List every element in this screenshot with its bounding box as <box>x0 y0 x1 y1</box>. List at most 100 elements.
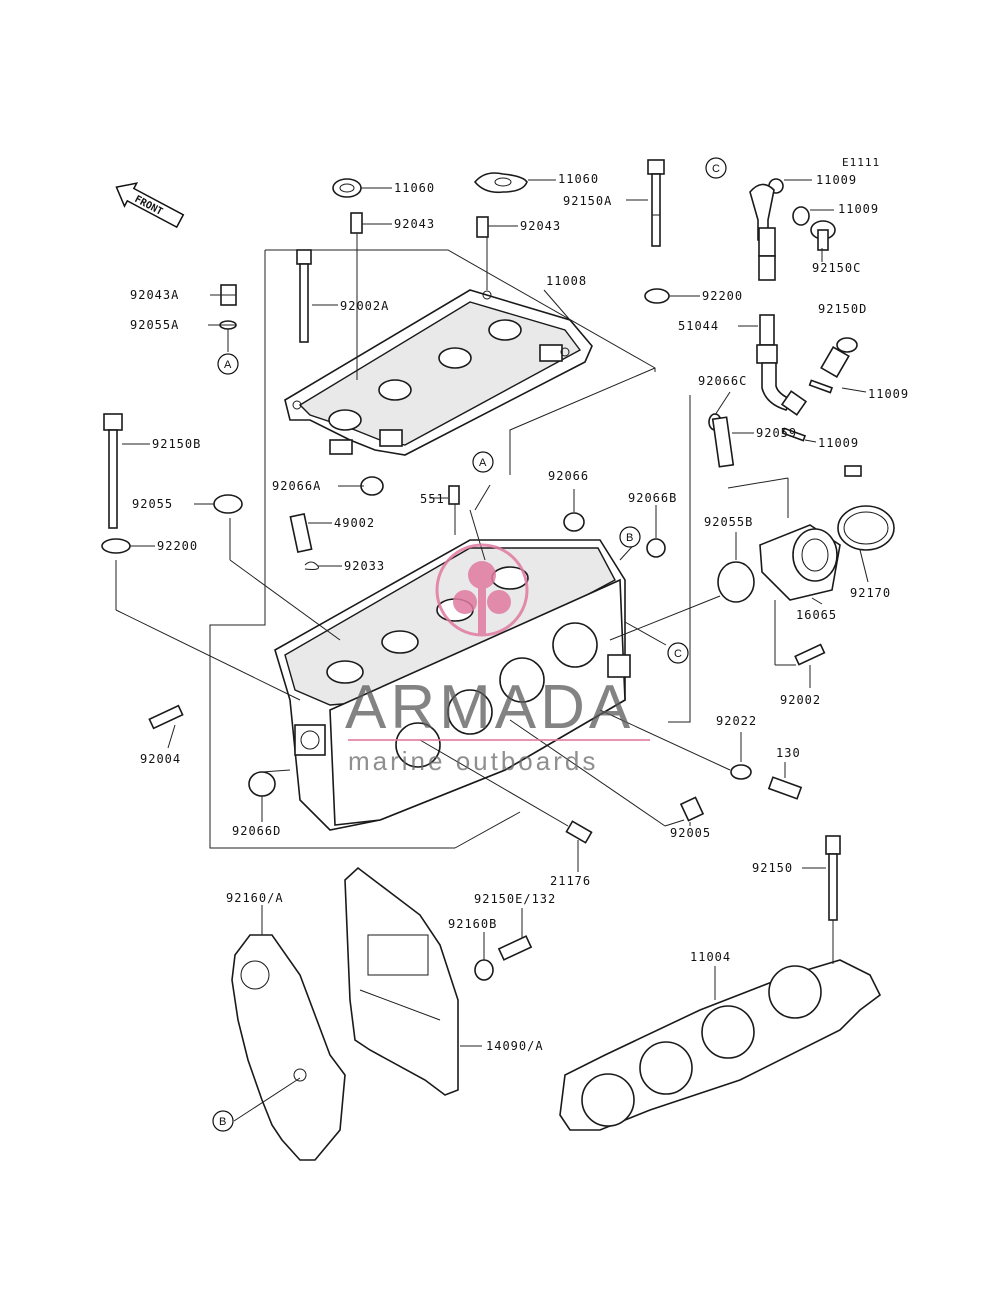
callout-a-mid: A <box>472 451 494 473</box>
washer-92200-top-part <box>644 288 670 304</box>
camshaft-holder-part <box>284 289 593 456</box>
seal-11060-left-part <box>332 178 362 198</box>
armada-logo-icon <box>435 543 529 637</box>
callout-c-mid: C <box>667 642 689 664</box>
part-label: 11009 <box>818 436 859 450</box>
bolt-92150D-part <box>820 337 858 378</box>
part-label: 92150 <box>752 861 793 875</box>
diagram-code: E1111 <box>842 156 880 169</box>
part-label: 551 <box>420 492 445 506</box>
part-label: 92200 <box>157 539 198 553</box>
callout-b-mid: B <box>619 526 641 548</box>
part-label: 14090/A <box>486 1039 544 1053</box>
part-label: 21176 <box>550 874 591 888</box>
watermark-tagline: marine outboards <box>348 746 598 776</box>
oring-92055-part <box>213 494 243 514</box>
bolt-92150C-part <box>810 220 836 251</box>
part-label: 49002 <box>334 516 375 530</box>
callout-a-top: A <box>217 353 239 375</box>
washer-92022-part <box>730 764 752 780</box>
svg-text:A: A <box>224 359 232 371</box>
part-label: 92059 <box>756 426 797 440</box>
plug-92066-part <box>563 512 585 532</box>
plug-92066A-part <box>360 476 384 496</box>
bolt-92150B-part <box>103 413 123 529</box>
clip-92033-part <box>304 561 319 570</box>
holder-16065-part <box>759 524 841 601</box>
part-label: 11009 <box>816 173 857 187</box>
armada-watermark: ARMADA marine outboards <box>345 543 650 776</box>
gasket-11004-part <box>559 959 882 1131</box>
part-label: 92066D <box>232 824 281 838</box>
part-label: 92200 <box>702 289 743 303</box>
watermark-brand: ARMADA <box>345 673 634 742</box>
part-label: 92002A <box>340 299 389 313</box>
bolt-92150-part <box>825 835 841 921</box>
callout-b-bottom: B <box>212 1110 234 1132</box>
bolt-92150A-part <box>647 159 665 247</box>
callout-c-top: C <box>705 157 727 179</box>
part-label: 92005 <box>670 826 711 840</box>
plug-92005-part <box>679 796 705 822</box>
part-label: 92055B <box>704 515 753 529</box>
part-label: 11060 <box>558 172 599 186</box>
part-label: 92066 <box>548 469 589 483</box>
part-label: 92066C <box>698 374 747 388</box>
part-label: 92150D <box>818 302 867 316</box>
grommet-92160B-part <box>474 959 494 981</box>
part-labels: 11060 11060 92043 92043 92150A 11009 110… <box>130 172 909 1053</box>
part-label: 130 <box>776 746 801 760</box>
svg-text:B: B <box>219 1116 226 1128</box>
seal-11009-d-part <box>781 427 807 442</box>
part-label: 11004 <box>690 950 731 964</box>
part-label: 92150E/132 <box>474 892 556 906</box>
dowel-92043-left-part <box>350 212 363 234</box>
part-label: 16065 <box>796 608 837 622</box>
part-label: 11009 <box>868 387 909 401</box>
part-label: 92022 <box>716 714 757 728</box>
part-label: 11060 <box>394 181 435 195</box>
part-label: 92160/A <box>226 891 284 905</box>
part-label: 92055 <box>132 497 173 511</box>
cylinder-head-part <box>274 539 631 831</box>
stud-92004-part <box>148 704 184 730</box>
clamp-92170-part <box>837 465 895 551</box>
part-label: 92033 <box>344 559 385 573</box>
plug-92066D-part <box>248 771 276 797</box>
plug-92066B-part <box>646 538 666 558</box>
part-label: 92066A <box>272 479 321 493</box>
part-label: 92055A <box>130 318 179 332</box>
part-label: 11008 <box>546 274 587 288</box>
part-label: 51044 <box>678 319 719 333</box>
svg-text:A: A <box>479 457 487 469</box>
part-label: 92043 <box>520 219 561 233</box>
part-label: 92150C <box>812 261 861 275</box>
svg-text:C: C <box>712 163 720 175</box>
pipe-92059-part <box>711 416 735 468</box>
part-label: 92004 <box>140 752 181 766</box>
sensor-21176-part <box>565 820 593 844</box>
washer-92200-left-part <box>101 538 131 554</box>
part-label: 92150B <box>152 437 201 451</box>
seal-11009-c-part <box>808 379 834 394</box>
dowel-92043-right-part <box>476 216 489 238</box>
oring-92055B-part <box>717 561 755 603</box>
front-arrow-icon: FRONT <box>115 182 185 229</box>
part-label: 92043A <box>130 288 179 302</box>
seal-11060-right-part <box>473 172 528 194</box>
svg-text:B: B <box>626 532 633 544</box>
part-label: 92150A <box>563 194 612 208</box>
bolt-92002A-part <box>296 249 312 343</box>
svg-text:C: C <box>674 648 682 660</box>
bolt-92150E-part <box>497 935 533 961</box>
part-label: 92170 <box>850 586 891 600</box>
part-label: 11009 <box>838 202 879 216</box>
oil-pipe-51044-part <box>749 178 810 416</box>
cover-14090A-part <box>344 866 459 1096</box>
tensioner-49002-part <box>289 512 313 554</box>
bolt-92002-part <box>794 643 826 666</box>
part-label: 92066B <box>628 491 677 505</box>
pin-551-part <box>448 485 460 505</box>
cover-92160A-part <box>231 934 346 1161</box>
